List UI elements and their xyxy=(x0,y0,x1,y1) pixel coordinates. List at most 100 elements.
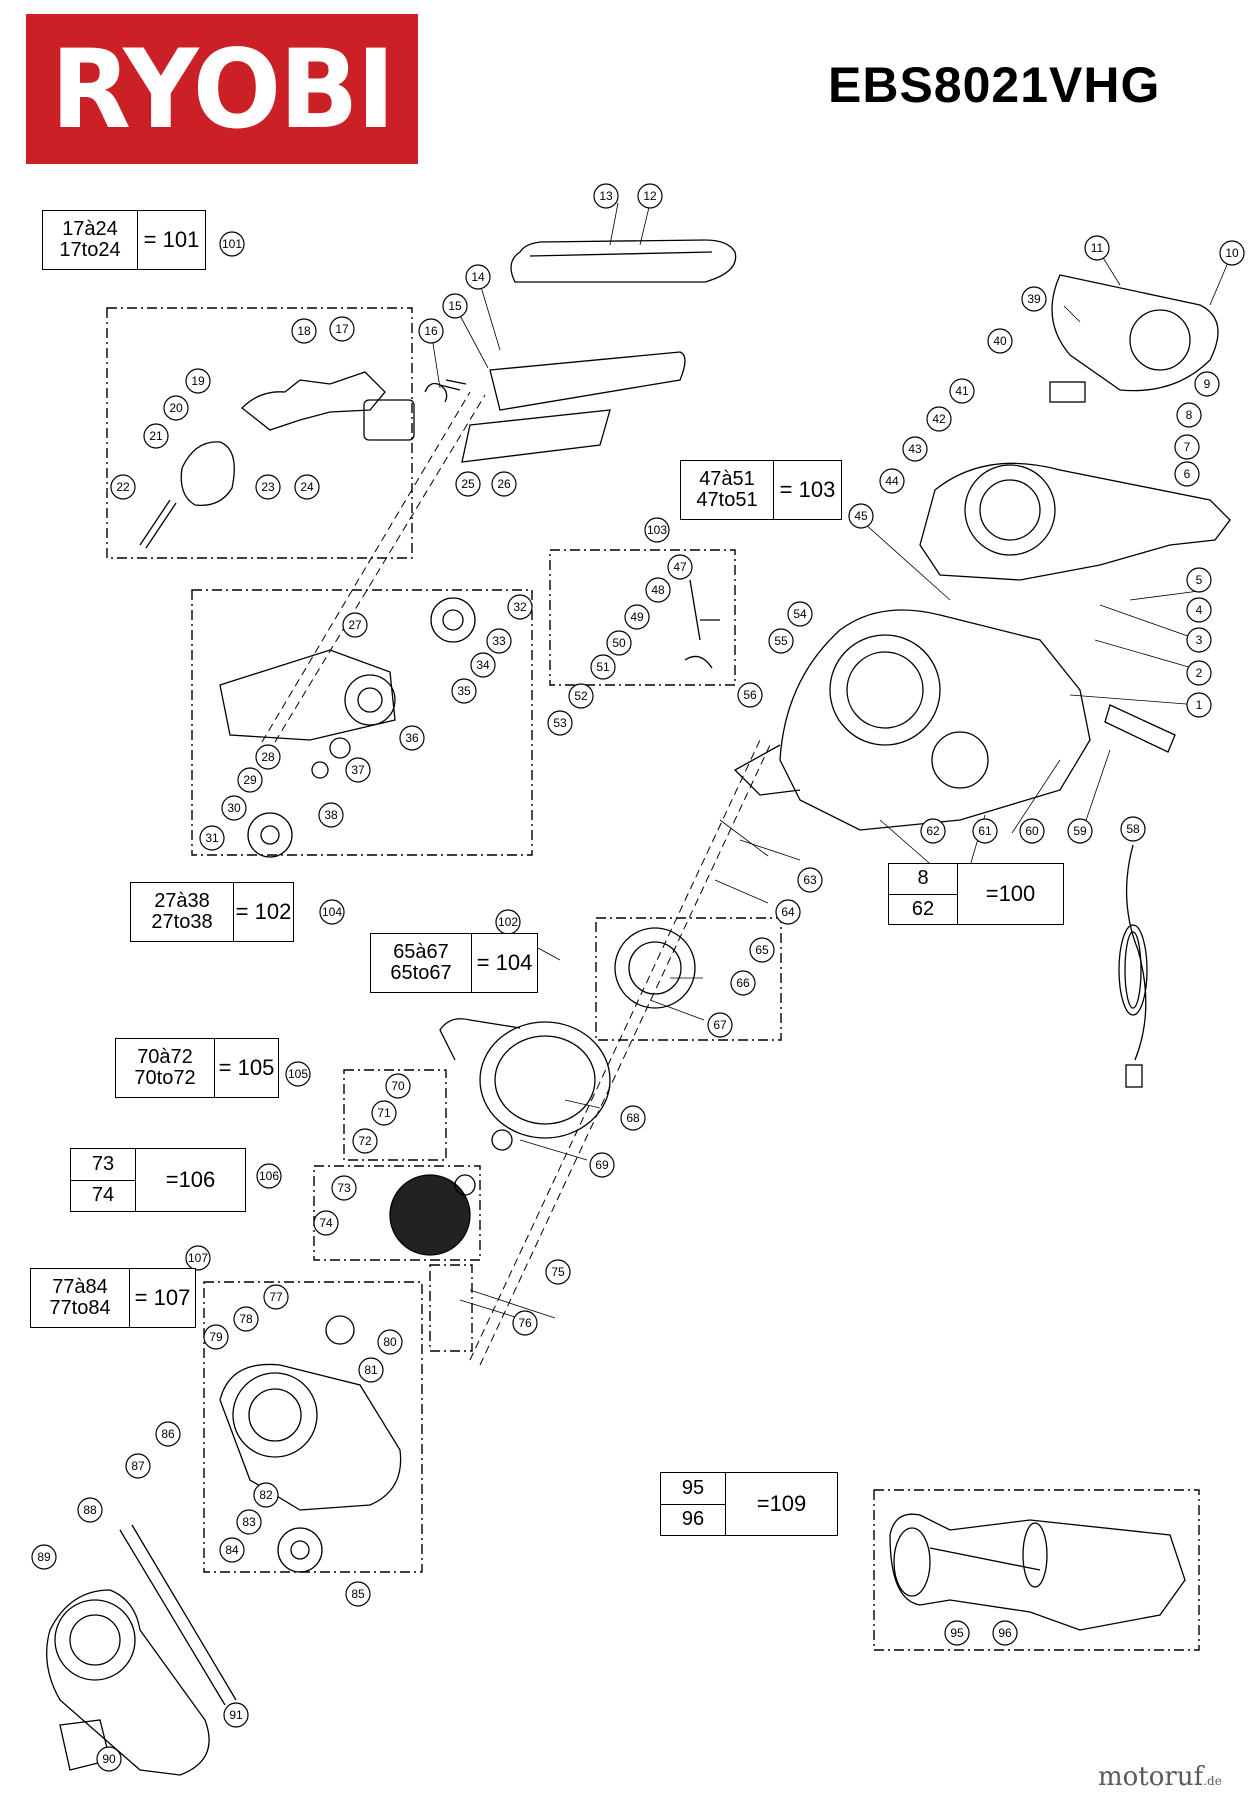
callout-37: 37 xyxy=(345,757,371,783)
callout-88: 88 xyxy=(77,1497,103,1523)
callout-53: 53 xyxy=(547,710,573,736)
callout-30: 30 xyxy=(221,795,247,821)
svg-text:101: 101 xyxy=(222,237,242,251)
callout-33: 33 xyxy=(486,628,512,654)
callout-101: 101 xyxy=(219,231,245,257)
callout-1: 1 xyxy=(1186,692,1212,718)
callout-62: 62 xyxy=(920,818,946,844)
callout-89: 89 xyxy=(31,1544,57,1570)
callout-6: 6 xyxy=(1174,461,1200,487)
callout-60: 60 xyxy=(1019,818,1045,844)
svg-text:45: 45 xyxy=(854,509,868,523)
svg-text:44: 44 xyxy=(885,474,899,488)
callout-26: 26 xyxy=(491,471,517,497)
frame-101 xyxy=(106,307,413,559)
callout-20: 20 xyxy=(163,395,189,421)
svg-text:32: 32 xyxy=(513,600,527,614)
svg-text:78: 78 xyxy=(239,1312,253,1326)
callout-28: 28 xyxy=(255,744,281,770)
callout-73: 73 xyxy=(331,1175,357,1201)
callout-10: 10 xyxy=(1219,240,1245,266)
frame-107 xyxy=(203,1281,423,1573)
svg-text:25: 25 xyxy=(461,477,475,491)
site-watermark: motoruf.de xyxy=(1098,1762,1222,1792)
svg-text:107: 107 xyxy=(188,1251,208,1265)
callout-11: 11 xyxy=(1084,235,1110,261)
callout-107: 107 xyxy=(185,1245,211,1271)
callout-96: 96 xyxy=(992,1620,1018,1646)
svg-text:73: 73 xyxy=(337,1181,351,1195)
svg-text:69: 69 xyxy=(595,1158,609,1172)
callout-104: 104 xyxy=(319,899,345,925)
callout-52: 52 xyxy=(568,683,594,709)
callout-54: 54 xyxy=(787,601,813,627)
frame-105 xyxy=(343,1069,447,1161)
svg-text:1: 1 xyxy=(1196,698,1203,712)
svg-text:60: 60 xyxy=(1025,824,1039,838)
svg-text:79: 79 xyxy=(209,1330,223,1344)
svg-text:14: 14 xyxy=(471,270,485,284)
callout-69: 69 xyxy=(589,1152,615,1178)
callout-72: 72 xyxy=(352,1128,378,1154)
frame-106 xyxy=(313,1165,481,1261)
svg-text:87: 87 xyxy=(131,1459,145,1473)
callout-29: 29 xyxy=(237,767,263,793)
callout-19: 19 xyxy=(185,368,211,394)
svg-text:106: 106 xyxy=(259,1169,279,1183)
callout-67: 67 xyxy=(707,1012,733,1038)
callout-76: 76 xyxy=(512,1310,538,1336)
part-callouts: 1 2 3 4 5 6 7 8 9 10 11 12 13 14 15 16 1… xyxy=(31,183,1245,1772)
part-drawings xyxy=(46,202,1233,1776)
callout-21: 21 xyxy=(143,423,169,449)
callout-34: 34 xyxy=(470,652,496,678)
callout-105: 105 xyxy=(285,1061,311,1087)
callout-42: 42 xyxy=(926,406,952,432)
svg-text:35: 35 xyxy=(457,684,471,698)
svg-text:63: 63 xyxy=(803,873,817,887)
svg-text:91: 91 xyxy=(229,1708,243,1722)
callout-87: 87 xyxy=(125,1453,151,1479)
assembly-axes xyxy=(261,391,771,1366)
svg-text:83: 83 xyxy=(242,1515,256,1529)
svg-text:82: 82 xyxy=(259,1488,273,1502)
callout-31: 31 xyxy=(199,825,225,851)
callout-3: 3 xyxy=(1186,627,1212,653)
svg-text:50: 50 xyxy=(612,636,626,650)
callout-24: 24 xyxy=(294,474,320,500)
callout-47: 47 xyxy=(667,554,693,580)
svg-text:96: 96 xyxy=(998,1626,1012,1640)
callout-44: 44 xyxy=(879,468,905,494)
svg-text:16: 16 xyxy=(424,324,438,338)
callout-102: 102 xyxy=(495,909,521,935)
svg-text:6: 6 xyxy=(1184,467,1191,481)
svg-text:70: 70 xyxy=(391,1079,405,1093)
svg-text:61: 61 xyxy=(978,824,992,838)
svg-text:47: 47 xyxy=(673,560,687,574)
svg-text:76: 76 xyxy=(518,1316,532,1330)
svg-text:90: 90 xyxy=(102,1752,116,1766)
callout-5: 5 xyxy=(1186,567,1212,593)
callout-68: 68 xyxy=(620,1105,646,1131)
frame-102 xyxy=(191,589,533,856)
frame-75-76 xyxy=(429,1264,473,1352)
callout-56: 56 xyxy=(737,682,763,708)
callout-49: 49 xyxy=(624,604,650,630)
callout-65: 65 xyxy=(749,937,775,963)
svg-text:3: 3 xyxy=(1196,633,1203,647)
svg-text:40: 40 xyxy=(993,334,1007,348)
svg-text:18: 18 xyxy=(297,324,311,338)
callout-7: 7 xyxy=(1174,434,1200,460)
callout-91: 91 xyxy=(223,1702,249,1728)
callout-82: 82 xyxy=(253,1482,279,1508)
svg-text:74: 74 xyxy=(319,1216,333,1230)
svg-text:12: 12 xyxy=(643,189,657,203)
callout-71: 71 xyxy=(371,1100,397,1126)
callout-41: 41 xyxy=(949,378,975,404)
svg-text:11: 11 xyxy=(1091,241,1104,255)
callout-18: 18 xyxy=(291,318,317,344)
